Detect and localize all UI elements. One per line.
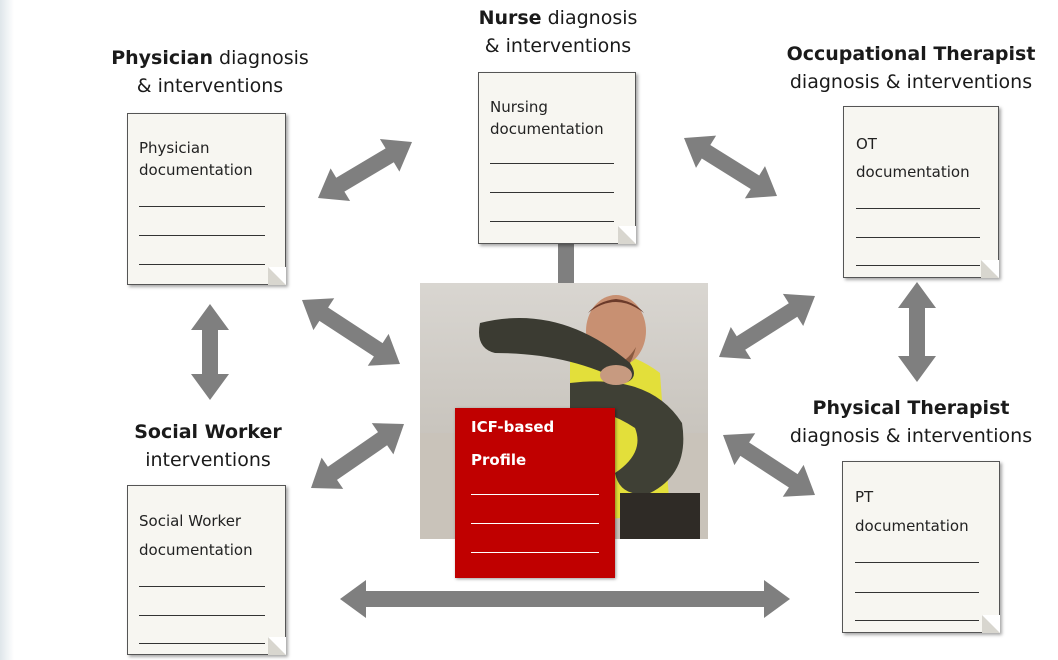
document-ot: OT documentation — [843, 106, 999, 278]
doc-nurse-rule-1 — [490, 163, 614, 164]
doc-ot-rule-3 — [856, 265, 980, 266]
heading-social-line2: interventions — [145, 449, 271, 471]
doc-physician-rule-2 — [139, 235, 265, 236]
doc-ot-line1: OT — [856, 135, 877, 153]
heading-physician-rest: diagnosis — [212, 47, 309, 69]
doc-physician-rule-1 — [139, 206, 265, 207]
doc-nurse-line1: Nursing — [490, 98, 548, 116]
photo-hand — [600, 365, 632, 385]
page-fold-corner — [981, 260, 999, 278]
document-nurse: Nursing documentation — [478, 72, 636, 244]
heading-physician-line2: & interventions — [136, 75, 284, 97]
doc-social-line2: documentation — [139, 541, 253, 559]
heading-nurse-bold: Nurse — [478, 7, 542, 29]
doc-social-rule-1 — [139, 586, 265, 587]
heading-pt: Physical Therapist diagnosis & intervent… — [770, 394, 1052, 450]
icf-profile-card: ICF-based Profile — [455, 408, 615, 578]
icf-rule-3 — [471, 552, 599, 553]
doc-ot-line2: documentation — [856, 163, 970, 181]
page-fold-corner — [268, 637, 286, 655]
arrow-pt-profile — [723, 433, 815, 497]
doc-ot-rule-2 — [856, 237, 980, 238]
heading-ot-line2: diagnosis & interventions — [789, 71, 1033, 93]
arrow-nurse-ot — [684, 135, 777, 199]
heading-ot: Occupational Therapist diagnosis & inter… — [770, 40, 1052, 96]
document-social: Social Worker documentation — [127, 485, 286, 655]
arrow-physician-social — [191, 304, 229, 400]
doc-physician-rule-3 — [139, 264, 265, 265]
heading-social-bold: Social Worker — [134, 421, 282, 443]
icf-rule-1 — [471, 494, 599, 495]
page-fold-corner — [618, 226, 636, 244]
doc-social-rule-2 — [139, 615, 265, 616]
heading-nurse-line2: & interventions — [484, 35, 632, 57]
icf-profile-line2: Profile — [471, 451, 527, 469]
doc-pt-line2: documentation — [855, 517, 969, 535]
arrow-physician-nurse — [318, 139, 412, 201]
icf-rule-2 — [471, 523, 599, 524]
icf-profile-line1: ICF-based — [471, 418, 555, 436]
doc-pt-rule-2 — [855, 592, 979, 593]
doc-pt-rule-3 — [855, 620, 979, 621]
document-physician: Physician documentation — [127, 113, 286, 285]
heading-ot-bold: Occupational Therapist — [786, 43, 1036, 65]
heading-pt-line2: diagnosis & interventions — [789, 425, 1033, 447]
doc-nurse-rule-2 — [490, 192, 614, 193]
doc-pt-line1: PT — [855, 488, 874, 506]
arrow-ot-pt — [898, 282, 936, 382]
doc-physician-line2: documentation — [139, 161, 253, 179]
arrow-social-profile — [311, 423, 404, 489]
page-fold-corner — [268, 267, 286, 285]
heading-pt-bold: Physical Therapist — [812, 397, 1010, 419]
doc-pt-rule-1 — [855, 562, 979, 563]
doc-ot-rule-1 — [856, 208, 980, 209]
arrow-physician-profile — [302, 298, 400, 366]
document-pt: PT documentation — [842, 461, 1000, 633]
heading-physician: Physician diagnosis & interventions — [104, 44, 316, 100]
photo-arm-upper — [479, 318, 634, 383]
doc-nurse-line2: documentation — [490, 120, 604, 138]
left-background-band — [0, 0, 14, 660]
photo-legs — [620, 493, 700, 539]
heading-social: Social Worker interventions — [120, 418, 296, 474]
doc-social-line1: Social Worker — [139, 512, 242, 530]
arrow-social-pt — [340, 580, 790, 618]
doc-nurse-rule-3 — [490, 221, 614, 222]
heading-nurse: Nurse diagnosis & interventions — [468, 4, 648, 60]
doc-social-rule-3 — [139, 643, 265, 644]
heading-physician-bold: Physician — [111, 47, 213, 69]
photo-hair — [588, 299, 644, 313]
heading-nurse-rest: diagnosis — [541, 7, 638, 29]
doc-physician-line1: Physician — [139, 139, 210, 157]
page-fold-corner — [982, 615, 1000, 633]
arrow-ot-profile — [719, 293, 815, 360]
